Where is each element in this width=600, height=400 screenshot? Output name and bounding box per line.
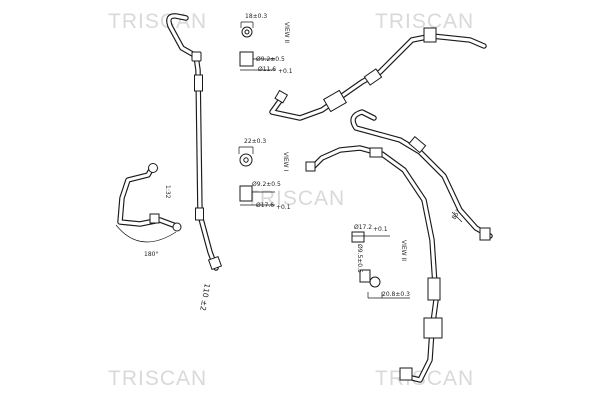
watermark-top-right: TRISCAN bbox=[375, 10, 474, 33]
muffler-long bbox=[423, 317, 443, 339]
detail-middle: 22±0.3 Ø9.2±0.5 Ø17.6 +0.1 VIEW I bbox=[238, 138, 291, 211]
fitting-bottom-left-hose bbox=[207, 255, 223, 271]
fitting-detail-top-side bbox=[239, 51, 254, 67]
fitting-detail-top-hole bbox=[244, 29, 250, 35]
label-detail-mid-c-tol: +0.1 bbox=[276, 204, 291, 211]
label-detail-top-view: VIEW II bbox=[283, 22, 290, 43]
detail-top: 18±0.3 Ø9.2±0.5 Ø11.6 +0.1 VIEW II bbox=[239, 13, 293, 75]
label-detail-bottom-view: VIEW II bbox=[400, 240, 407, 261]
fitting-long-right bbox=[479, 227, 491, 241]
label-angle-small: 180° bbox=[144, 251, 158, 258]
label-short-small: 1:32 bbox=[164, 185, 171, 199]
fitting-detail-bottom-top bbox=[351, 231, 365, 243]
label-detail-top-c-tol: +0.1 bbox=[278, 68, 293, 75]
label-detail-mid-c: Ø17.6 bbox=[256, 202, 274, 209]
crimp-upper-left bbox=[323, 89, 347, 113]
fitting-upper-left bbox=[274, 89, 289, 104]
crimp-sleeve-upper bbox=[194, 74, 203, 92]
watermark-group: TRISCAN TRISCAN TRISCAN TRISCAN TRISCAN bbox=[108, 10, 474, 390]
label-angle-right: 85° bbox=[451, 208, 462, 221]
crimp-small bbox=[149, 213, 160, 224]
fitting-detail-mid-side bbox=[239, 185, 253, 202]
label-detail-top-c: Ø11.6 bbox=[258, 66, 276, 73]
watermark-bottom-left: TRISCAN bbox=[108, 367, 207, 390]
hose-right-upper bbox=[269, 27, 487, 121]
fitting-top-left-hose bbox=[191, 51, 202, 62]
crimp-long-upper bbox=[369, 147, 383, 158]
label-detail-bottom-c: 20.8±0.3 bbox=[382, 291, 410, 298]
label-detail-top-a: 18±0.3 bbox=[245, 13, 267, 20]
hose-small-bent: 180° 1:32 bbox=[115, 163, 182, 258]
fitting-detail-bottom-round bbox=[369, 276, 381, 288]
detail-bottom: Ø17.2 +0.1 20.8±0.3 Ø9.5±0.5 VIEW II bbox=[351, 224, 410, 299]
label-detail-bottom-a: Ø17.2 bbox=[354, 224, 372, 231]
fitting-long-bottom bbox=[399, 367, 413, 381]
watermark-top-left: TRISCAN bbox=[108, 10, 207, 33]
fitting-upper-right bbox=[423, 27, 437, 43]
crimp-long-lower bbox=[427, 277, 441, 301]
fitting-small-end bbox=[172, 222, 182, 232]
fitting-detail-bottom-side bbox=[359, 269, 371, 283]
fitting-long-left bbox=[305, 161, 316, 172]
hose-left-assembly: 110 ±2 bbox=[166, 13, 223, 312]
label-detail-mid-view: VIEW I bbox=[282, 152, 289, 172]
label-detail-bottom-b: Ø9.5±0.5 bbox=[356, 244, 363, 273]
label-hose-length: 110 ±2 bbox=[198, 283, 212, 312]
label-detail-bottom-a-tol: +0.1 bbox=[373, 226, 388, 233]
label-detail-mid-b: Ø9.2±0.5 bbox=[252, 181, 281, 188]
crimp-long-mid bbox=[408, 135, 427, 154]
crimp-sleeve-lower bbox=[195, 207, 204, 221]
crimp-upper-right bbox=[363, 68, 383, 86]
hose-right-long: 85° bbox=[305, 109, 493, 383]
label-detail-mid-a: 22±0.3 bbox=[244, 138, 266, 145]
fitting-detail-mid-hole bbox=[243, 157, 249, 163]
label-detail-top-b: Ø9.2±0.5 bbox=[256, 56, 285, 63]
fitting-small-top bbox=[148, 163, 158, 173]
watermark-center: TRISCAN bbox=[246, 187, 345, 210]
